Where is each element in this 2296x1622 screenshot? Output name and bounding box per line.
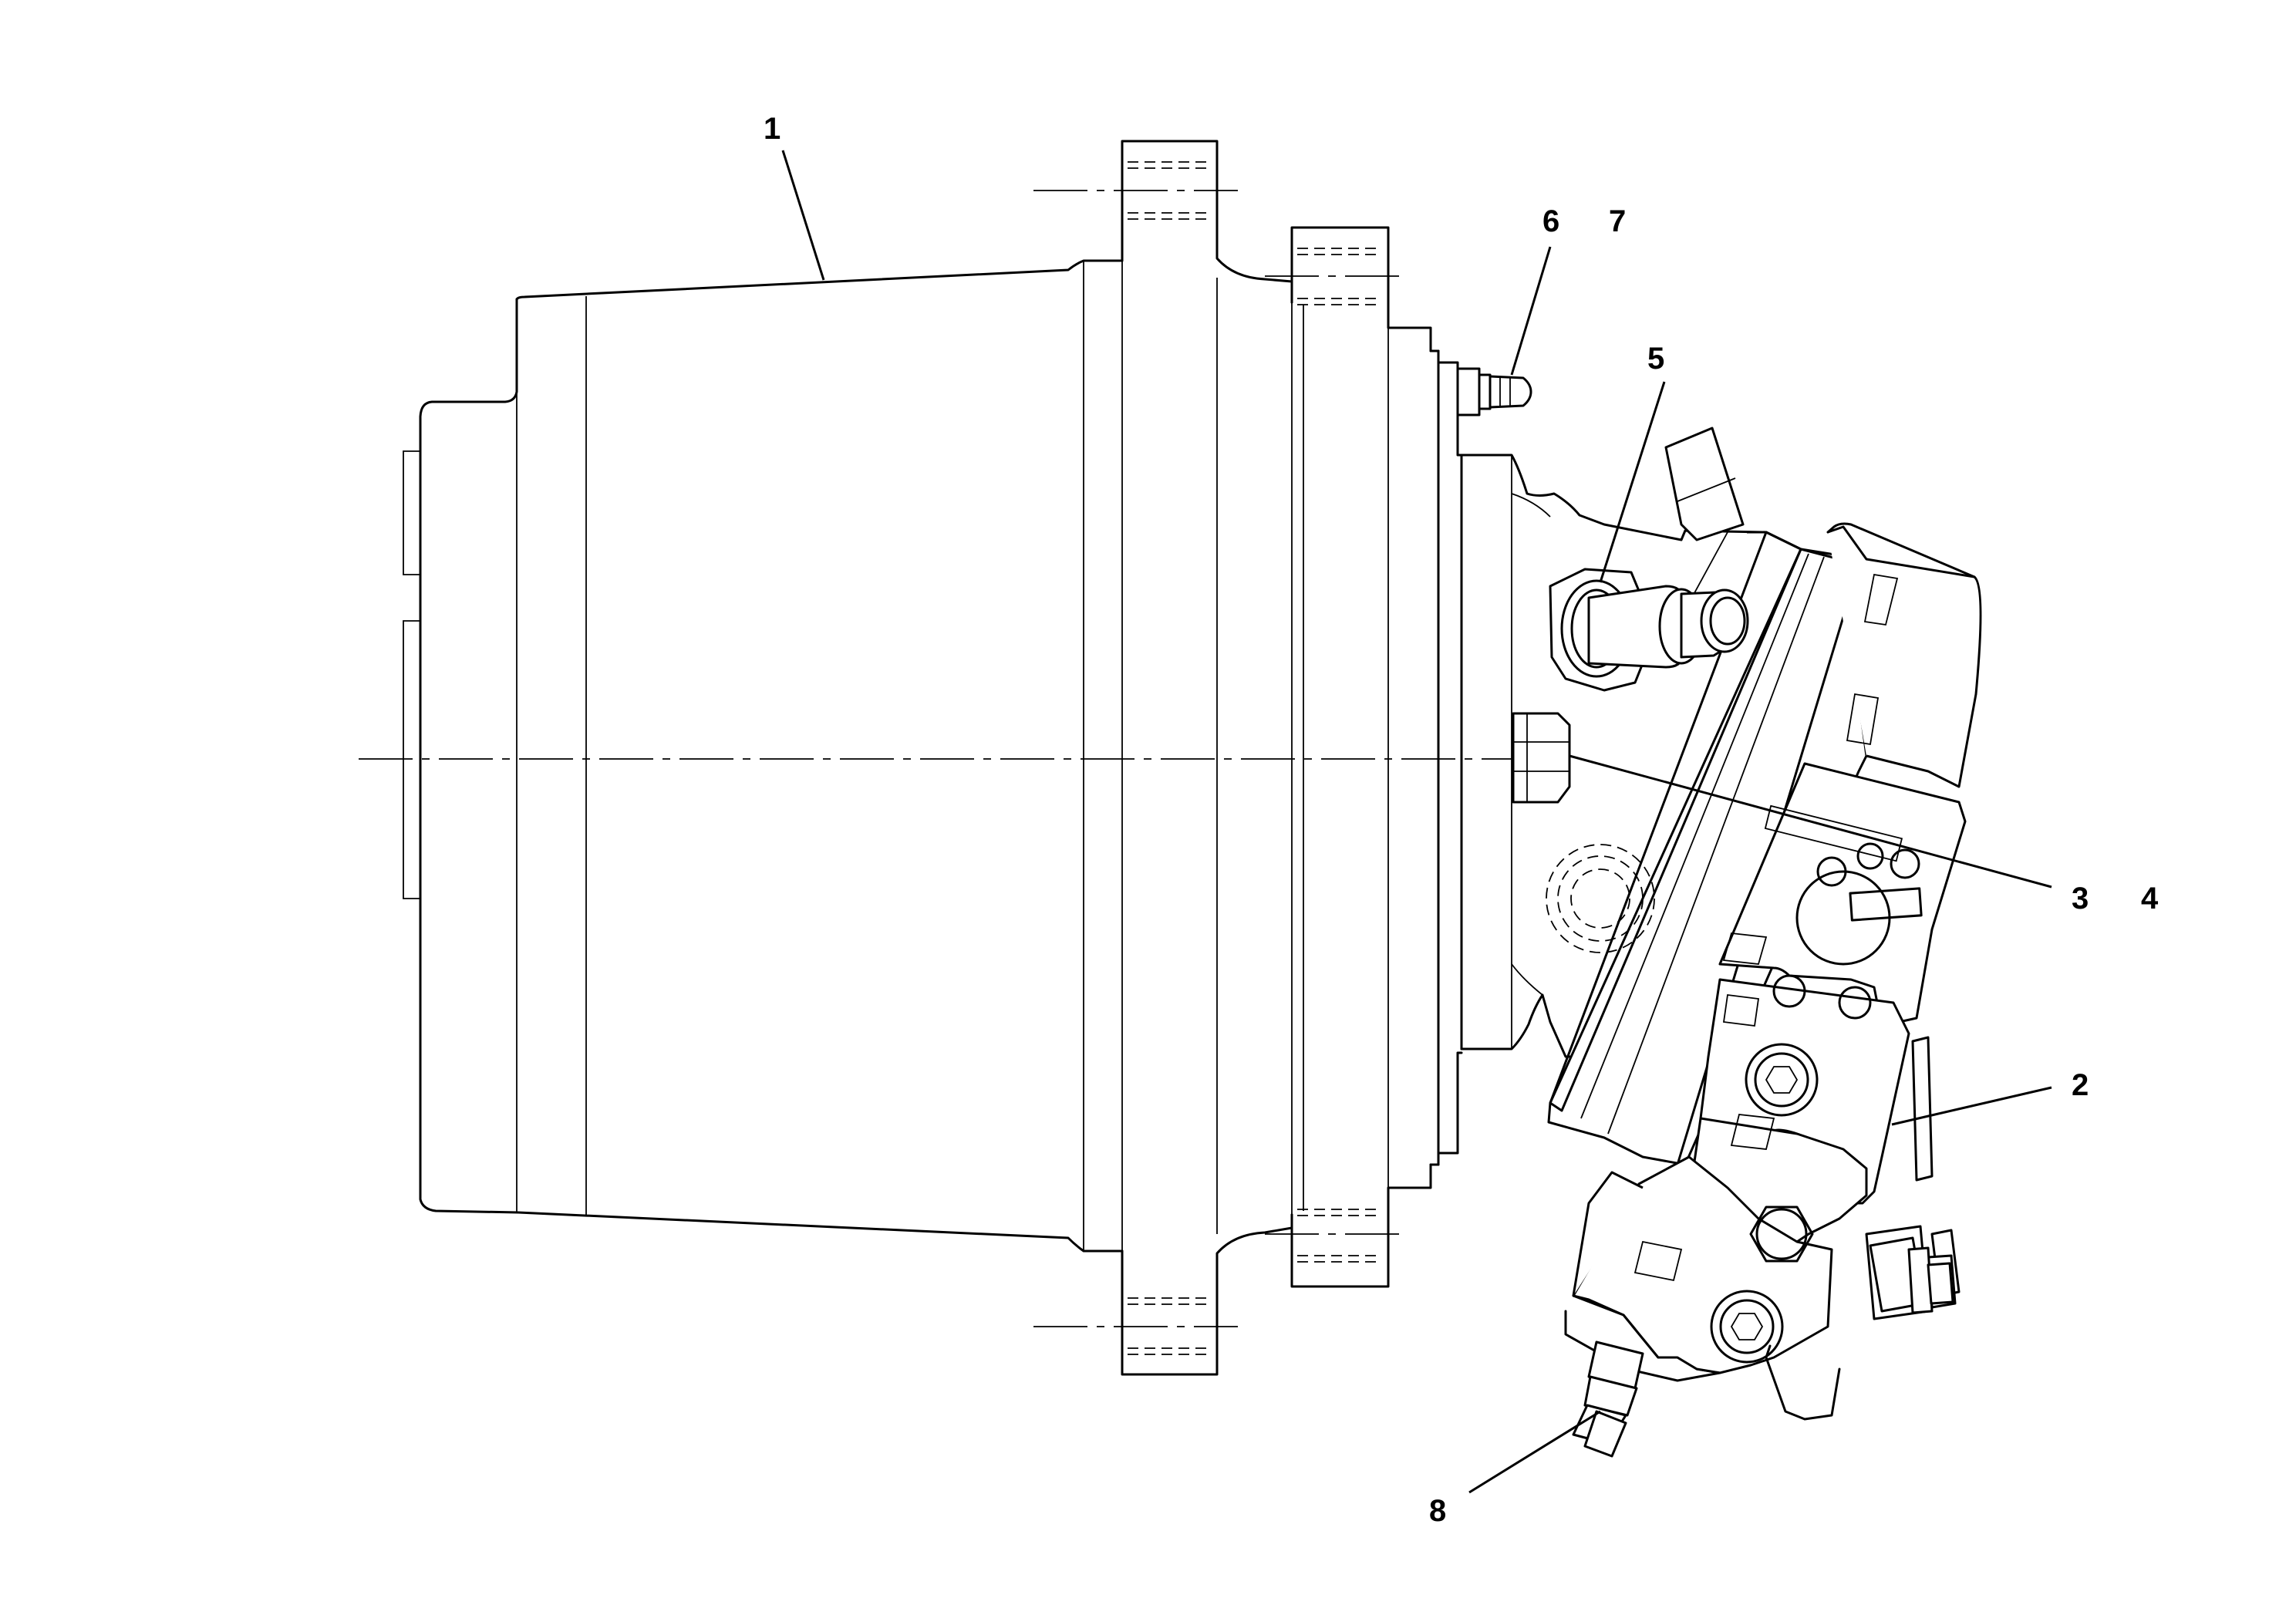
- side-adjuster-screw: [1869, 1236, 1954, 1314]
- leader-5: [1599, 381, 1666, 583]
- gearbox-housing: [403, 140, 1463, 1376]
- gauge-port-fitting: [1572, 1340, 1644, 1458]
- callout-7: 7: [1609, 204, 1626, 238]
- callout-1: 1: [764, 112, 781, 146]
- leader-lines: [781, 150, 2052, 1494]
- callout-6: 6: [1542, 204, 1559, 238]
- callout-5: 5: [1647, 342, 1664, 376]
- hex-plug: [1512, 712, 1571, 804]
- callout-3: 3: [2072, 882, 2089, 916]
- socket-plug-lower: [1710, 1290, 1784, 1364]
- socket-plug-upper: [1745, 1043, 1819, 1117]
- port-fitting: [1549, 568, 1749, 692]
- hydraulic-motor: [1460, 427, 1982, 1458]
- leader-3: [1569, 754, 2052, 889]
- leader-1: [781, 150, 825, 281]
- leader-6: [1510, 246, 1552, 376]
- breather-fitting: [1456, 367, 1532, 416]
- leader-8: [1468, 1410, 1601, 1494]
- callout-8: 8: [1429, 1494, 1446, 1528]
- callout-4: 4: [2141, 882, 2159, 916]
- socket-plug-middle: [1749, 1206, 1814, 1263]
- callout-2: 2: [2072, 1068, 2089, 1102]
- leader-2: [1891, 1086, 2052, 1126]
